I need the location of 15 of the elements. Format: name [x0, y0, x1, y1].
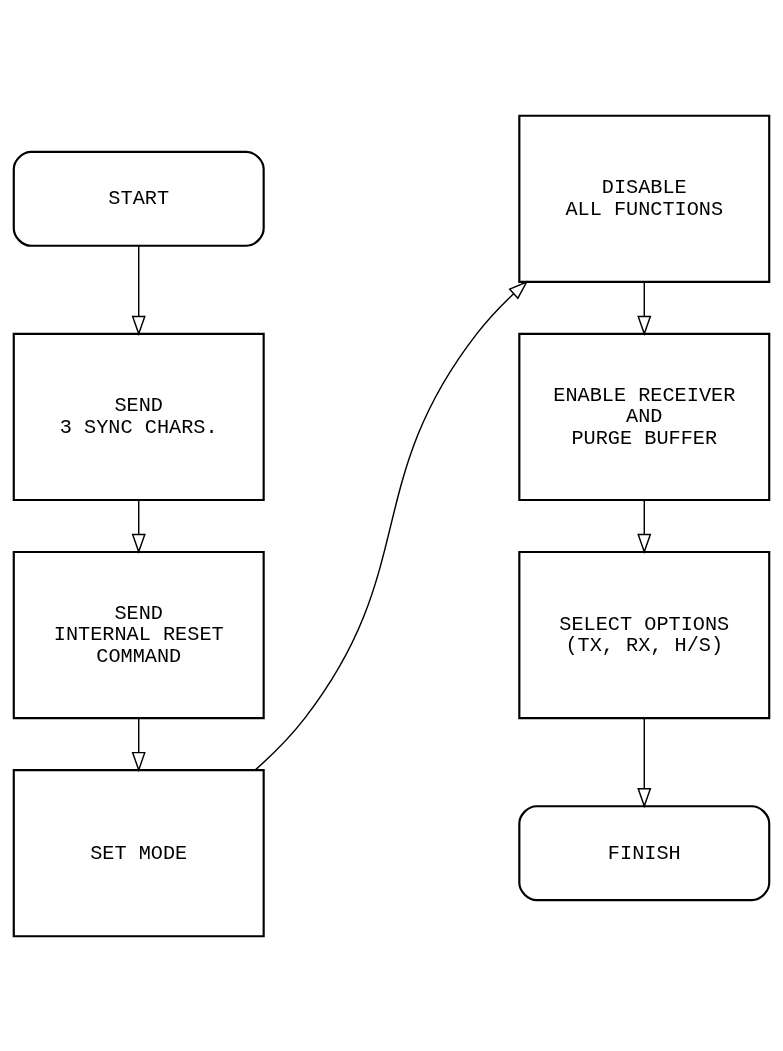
arrow	[637, 717, 652, 808]
node-box: DISABLE ALL FUNCTIONS	[518, 114, 771, 283]
node-box: ENABLE RECEIVER AND PURGE BUFFER	[518, 332, 771, 501]
arrow	[254, 280, 529, 771]
node-box: SET MODE	[12, 768, 265, 937]
arrow	[131, 244, 146, 336]
arrow	[131, 717, 146, 772]
arrow	[131, 499, 146, 554]
node-box: FINISH	[518, 804, 771, 901]
arrow	[637, 281, 652, 336]
node-box: SEND 3 SYNC CHARS.	[12, 332, 265, 501]
node-box: START	[12, 150, 265, 247]
arrow	[637, 499, 652, 554]
node-box: SELECT OPTIONS (TX, RX, H/S)	[518, 550, 771, 719]
node-box: SEND INTERNAL RESET COMMAND	[12, 550, 265, 719]
